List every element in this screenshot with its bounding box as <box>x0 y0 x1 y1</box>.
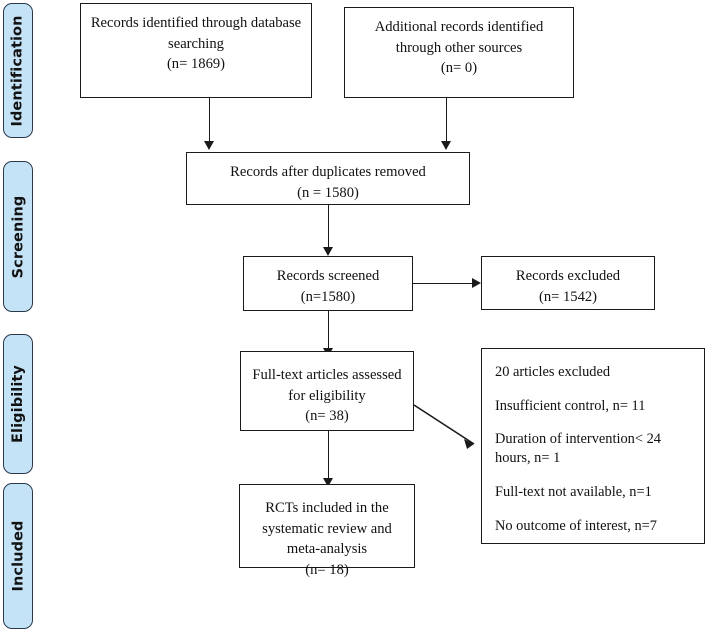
arrowhead-database-to-duplicates <box>204 141 214 150</box>
exclusion-reason-no-outcome: No outcome of interest, n=7 <box>495 517 657 534</box>
box-included-studies: RCTs included in the systematic review a… <box>239 484 415 578</box>
box-records-excluded-text: Records excluded (n= 1542) <box>515 268 621 305</box>
connector-duplicates-to-screened <box>328 205 329 248</box>
connector-fulltext-to-exclusion-reasons <box>413 404 475 449</box>
arrowhead-other-to-duplicates <box>441 141 451 150</box>
exclusion-reason-insufficient-control: Insufficient control, n= 11 <box>495 397 646 414</box>
connector-screened-to-excluded <box>413 283 473 284</box>
exclusion-reason-fulltext-unavailable: Full-text not available, n=1 <box>495 483 652 500</box>
connector-other-to-duplicates <box>446 98 447 142</box>
box-records-excluded: Records excluded (n= 1542) <box>481 256 655 310</box>
box-fulltext-assessed: Full-text articles assessed for eligibil… <box>240 351 414 431</box>
stage-tab-screening: Screening <box>3 161 33 312</box>
connector-fulltext-to-included <box>328 431 329 479</box>
box-records-screened: Records screened (n=1580) <box>243 256 413 311</box>
box-records-after-duplicates: Records after duplicates removed (n = 15… <box>186 152 470 205</box>
connector-database-to-duplicates <box>209 98 210 142</box>
arrowhead-fulltext-to-included <box>323 478 333 487</box>
box-included-studies-text: RCTs included in the systematic review a… <box>262 500 392 579</box>
exclusion-reason-total: 20 articles excluded <box>495 364 611 380</box>
stage-tab-identification-label: Identification <box>10 14 27 127</box>
box-additional-records-other-sources: Additional records identified through ot… <box>344 7 574 98</box>
box-fulltext-assessed-text: Full-text articles assessed for eligibil… <box>252 367 402 425</box>
box-records-identified-database: Records identified through database sear… <box>80 3 312 98</box>
box-records-screened-text: Records screened (n=1580) <box>276 268 380 305</box>
box-exclusion-reasons: 20 articles excluded Insufficient contro… <box>481 348 705 544</box>
stage-tab-included-label: Included <box>10 520 26 592</box>
stage-tab-identification: Identification <box>3 3 33 138</box>
connector-screened-to-fulltext <box>328 311 329 349</box>
exclusion-reason-duration: Duration of intervention< 24 hours, n= 1 <box>495 431 661 467</box>
box-additional-records-other-sources-text: Additional records identified through ot… <box>374 19 544 77</box>
box-records-identified-database-text: Records identified through database sear… <box>90 15 302 73</box>
stage-tab-eligibility-label: Eligibility <box>10 365 26 443</box>
stage-tab-eligibility: Eligibility <box>3 334 33 474</box>
arrowhead-screened-to-excluded <box>472 278 481 288</box>
stage-tab-screening-label: Screening <box>10 195 27 278</box>
box-records-after-duplicates-text: Records after duplicates removed (n = 15… <box>230 164 426 201</box>
stage-tab-included: Included <box>3 483 33 629</box>
arrowhead-duplicates-to-screened <box>323 247 333 256</box>
